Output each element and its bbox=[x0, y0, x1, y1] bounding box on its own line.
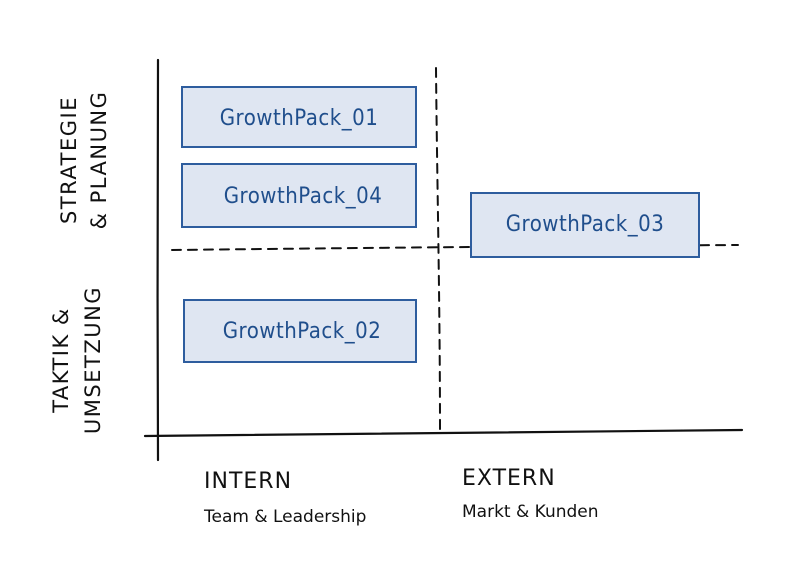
row-label-taktik-line1: TAKTIK & bbox=[49, 307, 73, 414]
growthpack-03[interactable]: GrowthPack_03 bbox=[470, 192, 700, 258]
growthpack-02-label: GrowthPack_02 bbox=[223, 319, 382, 344]
row-label-taktik: TAKTIK & UMSETZUNG bbox=[49, 286, 105, 434]
growthpack-01[interactable]: GrowthPack_01 bbox=[181, 86, 417, 148]
growthpack-02[interactable]: GrowthPack_02 bbox=[183, 299, 417, 363]
row-label-strategie-line1: STRATEGIE bbox=[57, 96, 81, 224]
growthpack-04-box bbox=[181, 163, 417, 228]
growthpack-04-label: GrowthPack_04 bbox=[224, 184, 383, 209]
row-label-strategie: STRATEGIE & PLANUNG bbox=[57, 91, 111, 230]
column-subtitle-intern: Team & Leadership bbox=[203, 507, 366, 527]
vertical-divider bbox=[435, 67, 441, 433]
row-label-strategie-line2: & PLANUNG bbox=[87, 91, 111, 230]
growthpack-02-box bbox=[183, 299, 417, 363]
growthpack-01-label: GrowthPack_01 bbox=[220, 106, 379, 131]
column-subtitle-extern: Markt & Kunden bbox=[462, 502, 599, 522]
column-title-intern: INTERN bbox=[204, 469, 292, 494]
growthpack-03-box bbox=[470, 192, 700, 258]
row-label-taktik-line2: UMSETZUNG bbox=[81, 286, 105, 434]
x-axis bbox=[143, 428, 744, 438]
growthpack-01-box bbox=[181, 86, 417, 148]
growthpack-04[interactable]: GrowthPack_04 bbox=[181, 163, 417, 228]
column-title-extern: EXTERN bbox=[462, 466, 556, 491]
growthpack-03-label: GrowthPack_03 bbox=[506, 212, 665, 237]
